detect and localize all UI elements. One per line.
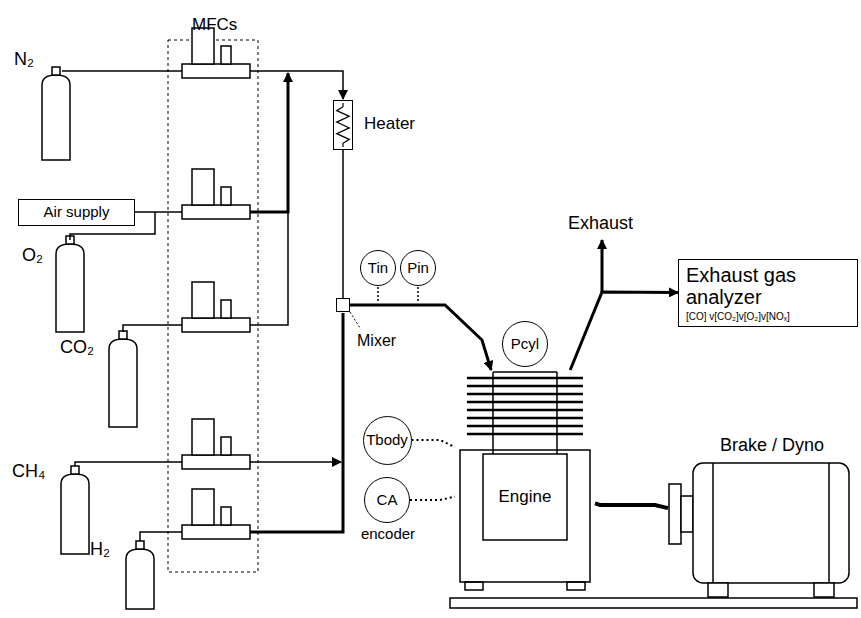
co2-out [250, 212, 288, 325]
analyzer-box: Exhaust gas analyzer [CO] v[CO₂]v[O₂]v[NO… [678, 259, 858, 327]
n2-out [250, 71, 343, 99]
exhaust-out [601, 240, 604, 292]
node-label: Exhaust gas analyzer [686, 264, 850, 308]
node-sublabel: [CO] v[CO₂]v[O₂]v[NOₓ] [686, 311, 790, 322]
node-label: Mixer [357, 332, 396, 350]
node-content: Tbody [364, 417, 411, 464]
air-out [250, 73, 288, 212]
gas-label: CO₂ [60, 338, 94, 358]
dyno-drawing [668, 462, 852, 598]
cylinder-body [61, 474, 89, 554]
node-label: Air supply [44, 204, 110, 221]
cylinder-valve [71, 466, 79, 474]
node-label: Brake / Dyno [720, 436, 824, 456]
connector [412, 440, 456, 447]
connector [595, 503, 668, 508]
brake-dyno: Brake / Dyno [668, 462, 852, 598]
mfc-valve [221, 300, 231, 318]
node-content: CA [365, 478, 409, 522]
sensor-circle: Tin [360, 250, 396, 286]
ch4-out [250, 461, 341, 463]
base-plate [450, 598, 857, 608]
engine: Engine [455, 370, 595, 592]
mfc-base [182, 64, 250, 78]
mfc-valve [221, 507, 231, 525]
h2-out [250, 313, 343, 532]
air-supply-box: Air supply [18, 199, 135, 226]
gas-lines [62, 71, 857, 608]
gas-cylinders [42, 67, 154, 609]
mfc-body [192, 282, 214, 318]
cylinder-body [109, 339, 137, 427]
node-label: Engine [499, 488, 552, 507]
connector [570, 292, 678, 370]
mfc-body [192, 489, 214, 525]
group-label: MFCs [192, 16, 237, 35]
heater-coil [334, 101, 352, 149]
tin-leader [377, 287, 379, 302]
h2-line [140, 532, 182, 541]
node-label: Pcyl [511, 336, 539, 353]
node-content: Pcyl [503, 322, 547, 366]
node-label: CA [377, 492, 398, 509]
mfc-valve [221, 46, 231, 64]
mfc-valve [221, 187, 231, 205]
gas-label: N₂ [14, 50, 34, 70]
sensor-circle: Pin [400, 250, 436, 286]
cylinder-valve [136, 541, 144, 549]
cylinder-body [42, 75, 70, 160]
flow-label: Exhaust [568, 214, 633, 234]
sensor-circle: Tbody [363, 416, 412, 465]
co2-line [123, 325, 182, 332]
heater: Heater [333, 100, 353, 150]
engine-drawing [455, 370, 595, 592]
connector [342, 150, 344, 298]
node-label: Tbody [366, 432, 408, 449]
node-label: Heater [364, 115, 415, 134]
air-line [135, 211, 182, 213]
n2-line [62, 70, 182, 72]
mfc-body [192, 419, 214, 455]
node-content: Tin [361, 251, 395, 285]
node-content: Pin [401, 251, 435, 285]
mfc-base [182, 525, 250, 539]
connector [350, 305, 491, 370]
mfc-valve [221, 437, 231, 455]
ch4-line [75, 462, 182, 466]
mfc-base [182, 205, 250, 219]
mixer: Mixer [336, 298, 350, 312]
sensor-circle: Pcyl [502, 321, 548, 367]
gas-label: H₂ [90, 540, 110, 560]
node-sublabel: encoder [361, 526, 415, 543]
gas-label: CH₄ [12, 462, 45, 482]
cylinder-body [56, 244, 84, 332]
cylinder-valve [119, 331, 127, 339]
node-content: Exhaust gas analyzer [CO] v[CO₂]v[O₂]v[NO… [679, 260, 857, 326]
mfc-base [182, 318, 250, 332]
pin-leader [417, 287, 419, 302]
encoder-circle: encoderCA [364, 477, 410, 523]
cylinder-body [126, 549, 154, 609]
mfc-bracket [168, 40, 258, 572]
node-label: Pin [407, 260, 429, 277]
gas-label: O₂ [22, 246, 43, 266]
mixer-leader [350, 312, 360, 328]
node-label: Tin [368, 260, 388, 277]
node-content: Air supply [19, 200, 134, 225]
mfc-units [182, 28, 250, 539]
connector [410, 497, 455, 500]
mfc-base [182, 455, 250, 469]
mfc-body [192, 169, 214, 205]
cylinder-valve [52, 67, 60, 75]
